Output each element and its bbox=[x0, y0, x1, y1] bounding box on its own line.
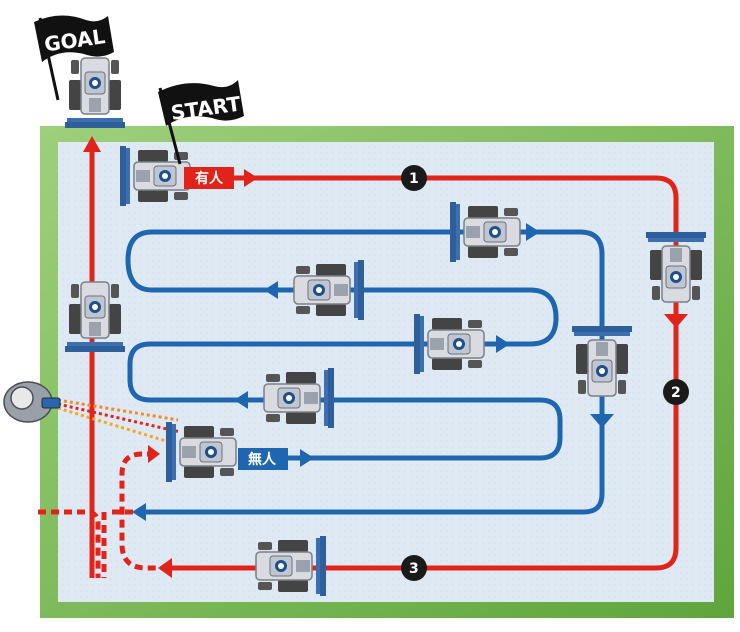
blue-arrows bbox=[132, 223, 614, 521]
remote-signal-icon bbox=[57, 398, 181, 446]
red-arrow-start bbox=[244, 169, 258, 187]
blue-path-unmanned bbox=[125, 229, 605, 515]
start-flag: START bbox=[158, 80, 244, 165]
unmanned-tag: 無人 bbox=[238, 448, 288, 470]
unmanned-tag-label: 無人 bbox=[248, 451, 277, 468]
tractor-icon bbox=[64, 57, 126, 129]
marker-2: 2 bbox=[663, 379, 689, 405]
marker-2-label: 2 bbox=[671, 385, 681, 401]
goal-flag: GOAL bbox=[34, 15, 114, 101]
manned-tag-label: 有人 bbox=[195, 170, 224, 187]
marker-1: 1 bbox=[401, 165, 427, 191]
red-arrow-right bbox=[664, 314, 688, 328]
red-arrow-return bbox=[148, 445, 160, 463]
red-arrow-bottom bbox=[158, 558, 172, 578]
flag-icon bbox=[34, 15, 114, 63]
marker-3: 3 bbox=[401, 555, 427, 581]
marker-3-label: 3 bbox=[409, 561, 419, 577]
flag-icon bbox=[158, 80, 244, 126]
red-path-manned bbox=[170, 175, 679, 571]
marker-1-label: 1 bbox=[409, 171, 419, 187]
operator-icon bbox=[3, 381, 61, 423]
red-path-goal bbox=[83, 136, 101, 578]
manned-tag: 有人 bbox=[184, 167, 234, 189]
